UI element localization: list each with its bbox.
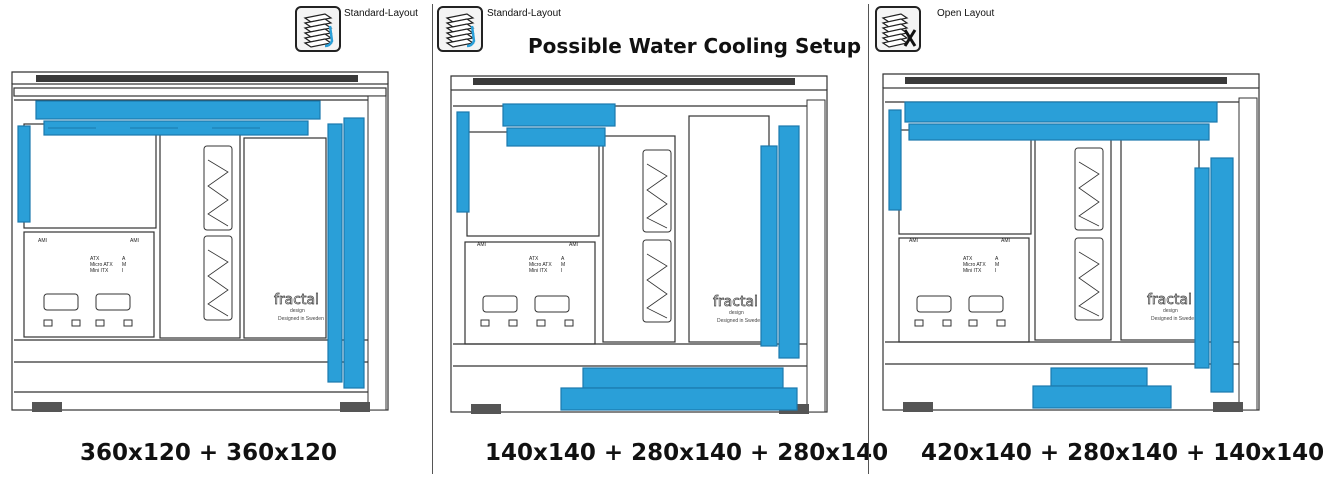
- config-label: 140x140 + 280x140 + 280x140: [485, 440, 889, 466]
- mb-atx-label: ATX: [529, 256, 539, 262]
- ami-label: AMI: [569, 242, 578, 248]
- rear-fan: [456, 111, 470, 213]
- designed-in-label: Designed in Sweden: [278, 316, 324, 322]
- front-radiator-280: [760, 125, 800, 359]
- panel-standard-layout-1: Standard-Layout: [0, 0, 430, 477]
- mb-atx-label: ATX: [963, 256, 973, 262]
- layout-label: Standard-Layout: [487, 8, 561, 19]
- ami-label: AMI: [477, 242, 486, 248]
- mb-m-label: M: [122, 262, 126, 268]
- diagram-heading: Possible Water Cooling Setup: [528, 34, 862, 58]
- drive-cage: [203, 145, 233, 321]
- layout-label: Open Layout: [937, 8, 995, 19]
- case-diagram: ATX Micro ATX Mini ITX A M I AMI AMI fra…: [882, 73, 1260, 412]
- mb-m-label: M: [995, 262, 999, 268]
- case-outline: [11, 71, 389, 411]
- designed-in-label: Designed in Sweden: [1151, 316, 1197, 322]
- mb-i-label: I: [995, 268, 996, 274]
- panel-divider: [868, 4, 869, 474]
- layout-label: Standard-Layout: [344, 8, 418, 19]
- top-dust-filter: [36, 75, 358, 82]
- mb-itx-label: Mini ITX: [529, 268, 548, 274]
- mb-m-label: M: [561, 262, 565, 268]
- mb-a-label: A: [122, 256, 126, 262]
- mb-i-label: I: [561, 268, 562, 274]
- ami-label: AMI: [38, 238, 47, 244]
- designed-in-label: Designed in Sweden: [717, 318, 763, 324]
- top-radiator-360: [35, 100, 321, 136]
- mb-atx-label: ATX: [90, 256, 100, 262]
- front-radiator-280: [1194, 157, 1234, 393]
- brand-sub: design: [290, 308, 305, 314]
- bottom-radiator-140: [1032, 367, 1172, 409]
- drive-cage-layout-icon: [437, 6, 483, 52]
- feet: [32, 402, 370, 412]
- config-label: 420x140 + 280x140 + 140x140: [921, 440, 1324, 466]
- brand-logo: fractal: [1147, 292, 1192, 308]
- panel-divider: [432, 4, 433, 474]
- ami-label: AMI: [1001, 238, 1010, 244]
- drive-cage-layout-icon: [875, 6, 921, 52]
- front-radiator-360: [327, 117, 365, 389]
- brand-logo: fractal: [713, 294, 758, 310]
- config-label: 360x120 + 360x120: [80, 440, 337, 466]
- brand-sub: design: [729, 310, 744, 316]
- brand-sub: design: [1163, 308, 1178, 314]
- brand-logo: fractal: [274, 292, 319, 308]
- bottom-radiator-280: [560, 367, 798, 411]
- rear-fan: [17, 125, 31, 223]
- mb-matx-label: Micro ATX: [90, 262, 113, 268]
- mb-matx-label: Micro ATX: [529, 262, 552, 268]
- ami-label: AMI: [909, 238, 918, 244]
- panel-open-layout: Open Layout ATX: [869, 0, 1324, 477]
- mb-i-label: I: [122, 268, 123, 274]
- rear-fan: [888, 109, 902, 211]
- front-panel-slats: [367, 95, 387, 411]
- mb-a-label: A: [561, 256, 565, 262]
- mb-a-label: A: [995, 256, 999, 262]
- top-radiator-420: [904, 101, 1218, 141]
- case-diagram: ATX Micro ATX Mini ITX A M I AMI AMI fra…: [450, 75, 828, 414]
- mb-itx-label: Mini ITX: [963, 268, 982, 274]
- top-radiator-140: [502, 103, 616, 147]
- panel-standard-layout-2: Standard-Layout Possible Water Cooling S…: [433, 0, 888, 477]
- mb-matx-label: Micro ATX: [963, 262, 986, 268]
- mb-itx-label: Mini ITX: [90, 268, 109, 274]
- case-diagram: ATX Micro ATX Mini ITX A M I AMI AMI fra…: [11, 71, 389, 412]
- ami-label: AMI: [130, 238, 139, 244]
- mb-cutouts: [43, 293, 133, 327]
- drive-cage-layout-icon: [295, 6, 341, 52]
- drive-cage-lines: [207, 159, 229, 317]
